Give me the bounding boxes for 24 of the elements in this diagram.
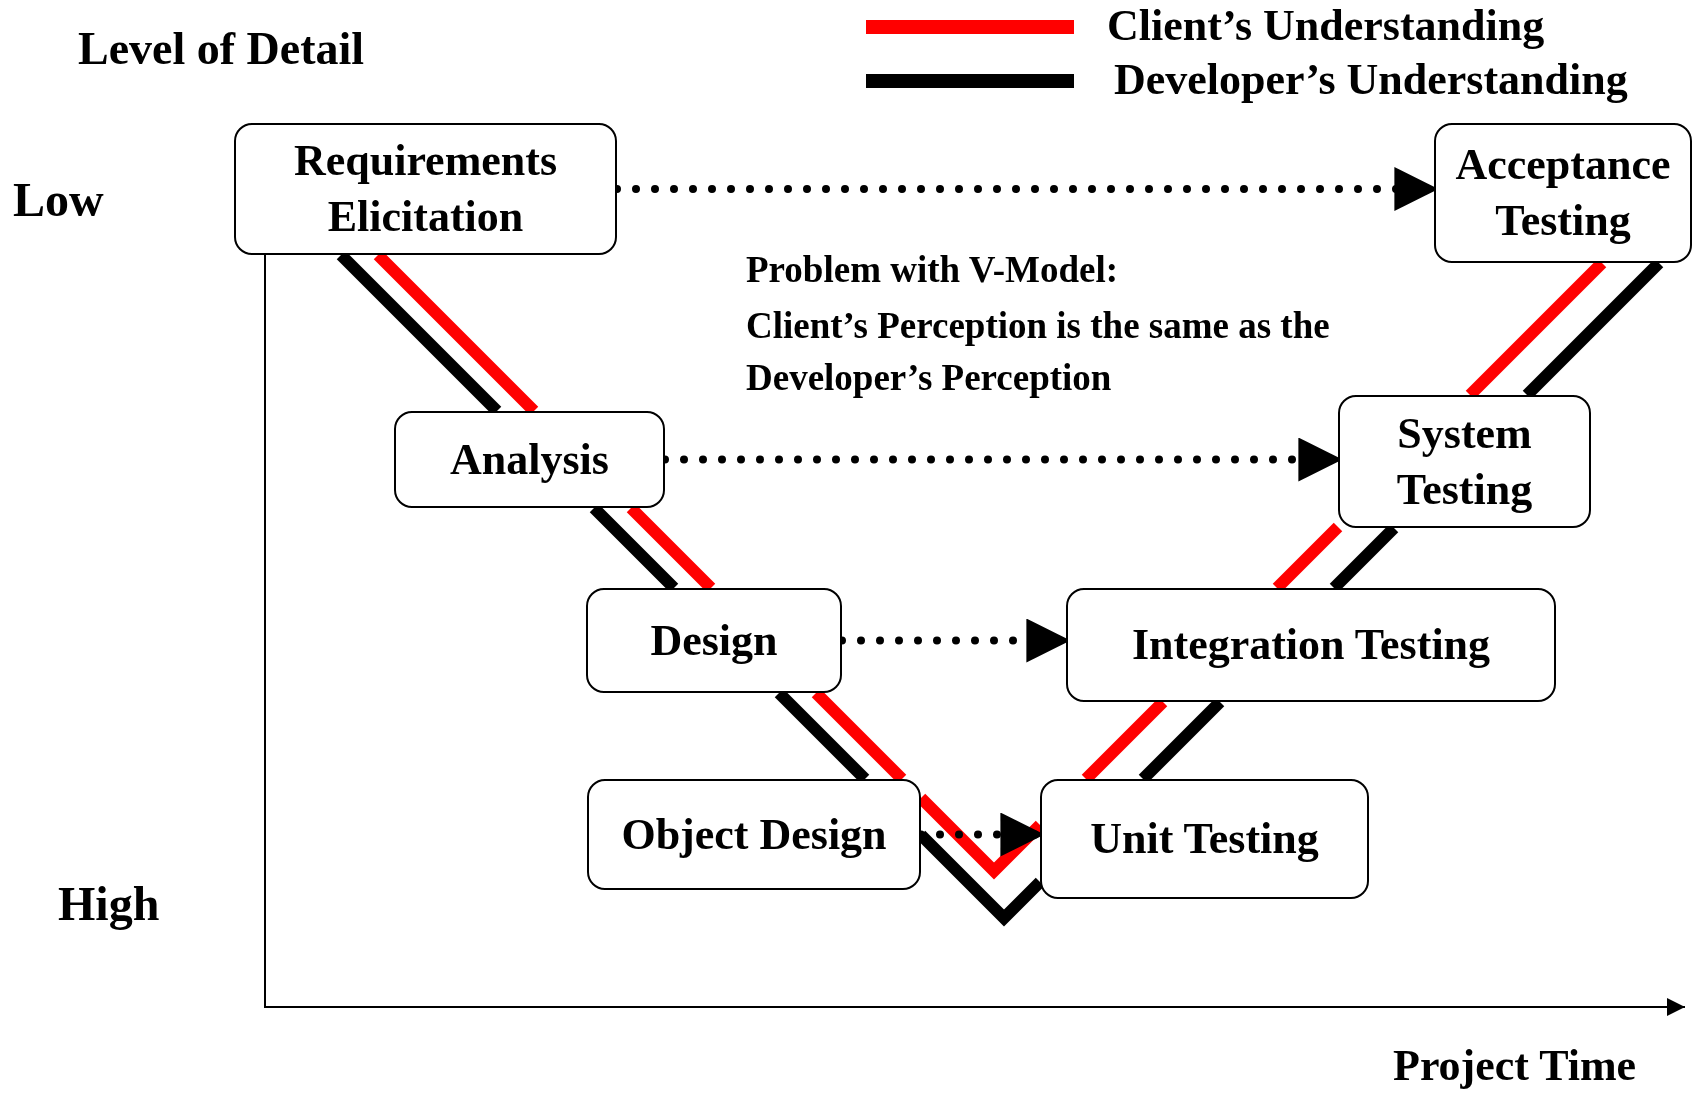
- phase-name: Acceptance Testing: [1454, 139, 1672, 247]
- phase-name: System Testing: [1395, 407, 1534, 516]
- phase-name: Requirements Elicitation: [292, 135, 559, 243]
- phase-box: [1066, 588, 1556, 702]
- phase-name: Analysis: [450, 433, 609, 486]
- legend-label: Developer’s Understanding: [1114, 54, 1628, 105]
- axis-tick-label: High: [58, 876, 160, 931]
- phase-name: Object Design: [621, 808, 887, 861]
- axis-title: Level of Detail: [78, 22, 365, 75]
- legend-label: Client’s Understanding: [1107, 0, 1545, 51]
- note-heading: Problem with V-Model:: [746, 248, 1118, 291]
- phase-box: [1040, 779, 1369, 899]
- phase-name: Integration Testing: [1131, 619, 1491, 671]
- note-text: Client’s Perception is the same as the Developer’s Perception: [746, 304, 1331, 400]
- phase-box: [586, 588, 842, 693]
- axis-title: Project Time: [1393, 1040, 1637, 1091]
- phase-box: [1338, 395, 1591, 528]
- axis-tick-label: Low: [13, 172, 104, 227]
- phase-box: [1434, 123, 1692, 263]
- phase-box: [234, 123, 617, 255]
- phase-name: Design: [650, 614, 778, 667]
- phase-box: [394, 411, 665, 508]
- phase-name: Unit Testing: [1090, 813, 1319, 865]
- phase-box: [587, 779, 921, 890]
